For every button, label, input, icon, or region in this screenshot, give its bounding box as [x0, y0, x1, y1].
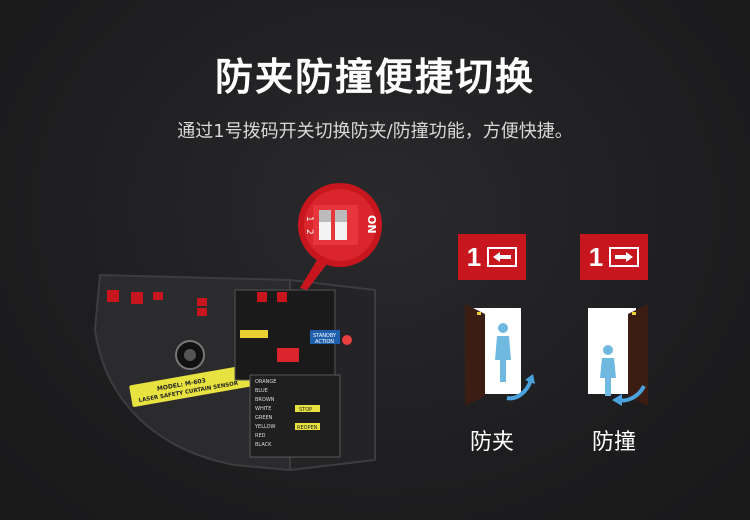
arrow-right-icon: [609, 247, 640, 267]
wire-white: WHITE: [255, 406, 271, 412]
page-title: 防夹防撞便捷切换: [214, 55, 535, 99]
reopen-tag: REOPEN: [297, 425, 318, 431]
wire-green: GREEN: [255, 415, 273, 421]
arrow-left-icon: [487, 247, 518, 267]
dip-2-label: 2: [304, 229, 314, 235]
wire-yellow: YELLOW: [254, 424, 276, 430]
wire-black: BLACK: [255, 442, 272, 448]
wire-red: RED: [255, 433, 266, 439]
sensor-illustration: MODEL: M-603 LASER SAFETY CURTAIN SENSOR…: [93, 183, 382, 472]
wire-orange: ORANGE: [255, 379, 276, 385]
mode-label-anti-collision: 防撞: [591, 430, 636, 455]
action-text: ACTION: [315, 339, 334, 345]
dip-on-label: ON: [365, 215, 378, 234]
wire-brown: BROWN: [255, 397, 275, 403]
mode-badge-right: 1: [580, 234, 648, 280]
page-subtitle: 通过1号拨码开关切换防夹/防撞功能，方便快捷。: [177, 121, 573, 142]
dip-1-label: 1: [304, 216, 314, 222]
standby-text: STANDBY: [313, 333, 337, 339]
stop-tag: STOP: [299, 407, 312, 413]
door-anti-collision-icon: [588, 304, 648, 406]
door-anti-pinch-icon: [465, 304, 535, 406]
mode-badge-left: 1: [458, 234, 526, 280]
mode-badge-number: 1: [466, 241, 482, 272]
mode-badge-number: 1: [588, 241, 604, 272]
mode-label-anti-pinch: 防夹: [469, 430, 514, 455]
wire-blue: BLUE: [255, 388, 268, 394]
